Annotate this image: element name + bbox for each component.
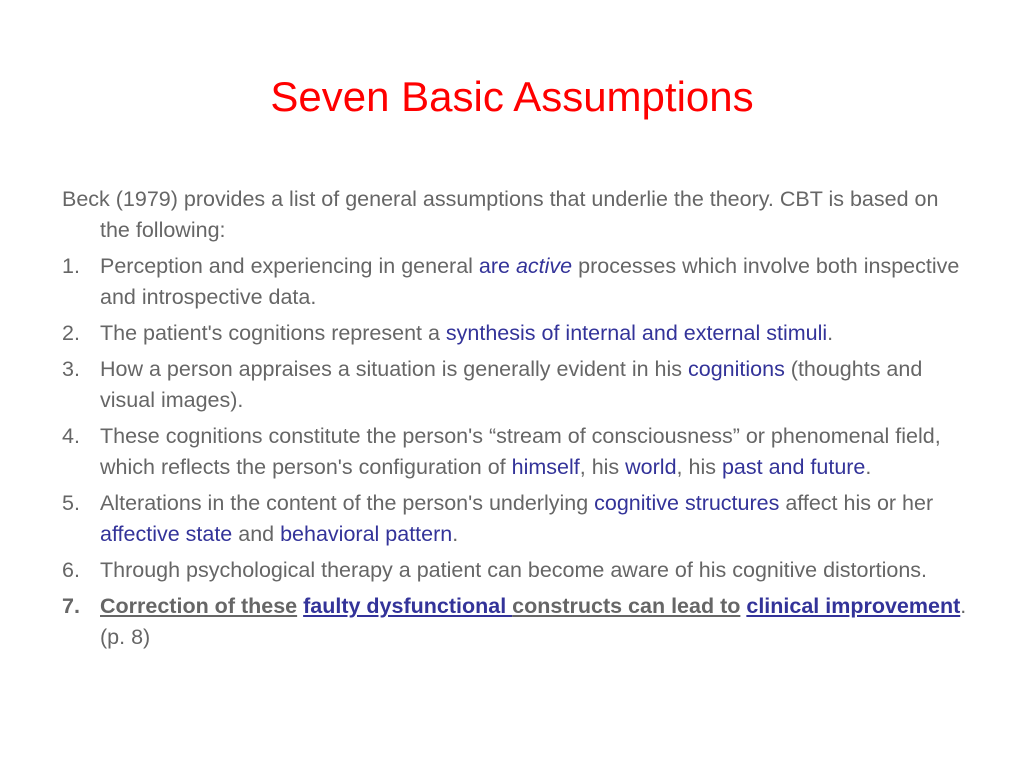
item-text: The patient's cognitions represent a xyxy=(100,321,446,345)
slide-body: Beck (1979) provides a list of general a… xyxy=(62,184,972,658)
list-item-2: 2. The patient's cognitions represent a … xyxy=(62,318,972,349)
highlight-text: cognitions xyxy=(688,357,785,381)
item-text: Perception and experiencing in general xyxy=(100,254,479,278)
list-number: 4. xyxy=(62,424,80,448)
item-text: How a person appraises a situation is ge… xyxy=(100,357,688,381)
item-text: and xyxy=(232,522,281,546)
list-item-6: 6. Through psychological therapy a patie… xyxy=(62,555,972,586)
list-number: 1. xyxy=(62,254,80,278)
list-item-7: 7. Correction of these faulty dysfunctio… xyxy=(62,591,972,653)
item-text: Correction of these xyxy=(100,594,298,618)
highlight-text: clinical improvement xyxy=(746,594,961,618)
list-number: 2. xyxy=(62,321,80,345)
list-number: 5. xyxy=(62,491,80,515)
slide-title: Seven Basic Assumptions xyxy=(270,73,754,120)
highlight-text: cognitive structures xyxy=(594,491,780,515)
highlight-text: behavioral pattern xyxy=(280,522,453,546)
item-text: . xyxy=(827,321,834,345)
list-item-3: 3. How a person appraises a situation is… xyxy=(62,354,972,416)
highlight-text: himself xyxy=(511,455,580,479)
item-text: (thoughts and visual images). xyxy=(100,357,923,412)
item-text: . xyxy=(452,522,459,546)
highlight-italic-text: active xyxy=(515,254,573,278)
list-number: 6. xyxy=(62,558,80,582)
item-text: constructs can lead to xyxy=(512,594,741,618)
list-item-1: 1. Perception and experiencing in genera… xyxy=(62,251,972,313)
list-number: 7. xyxy=(62,594,80,618)
list-item-4: 4. These cognitions constitute the perso… xyxy=(62,421,972,483)
highlight-text: synthesis of internal and external stimu… xyxy=(445,321,828,345)
highlight-text: past and future xyxy=(721,455,866,479)
list-item-5: 5. Alterations in the content of the per… xyxy=(62,488,972,550)
highlight-text: are xyxy=(478,254,516,278)
item-text: Alterations in the content of the person… xyxy=(100,491,595,515)
item-text: Through psychological therapy a patient … xyxy=(100,558,928,582)
list-number: 3. xyxy=(62,357,80,381)
item-text: . xyxy=(865,455,872,479)
item-text: , his xyxy=(579,455,626,479)
highlight-text: faulty dysfunctional xyxy=(303,594,513,618)
highlight-text: affective state xyxy=(100,522,233,546)
item-text: affect his or her xyxy=(779,491,934,515)
highlight-text: world xyxy=(625,455,677,479)
item-text: processes which involve both inspective … xyxy=(100,254,960,309)
item-text: These cognitions constitute the person's… xyxy=(100,424,941,479)
intro-paragraph: Beck (1979) provides a list of general a… xyxy=(62,187,939,242)
citation-text: . (p. 8) xyxy=(100,594,967,649)
item-text: , his xyxy=(676,455,722,479)
